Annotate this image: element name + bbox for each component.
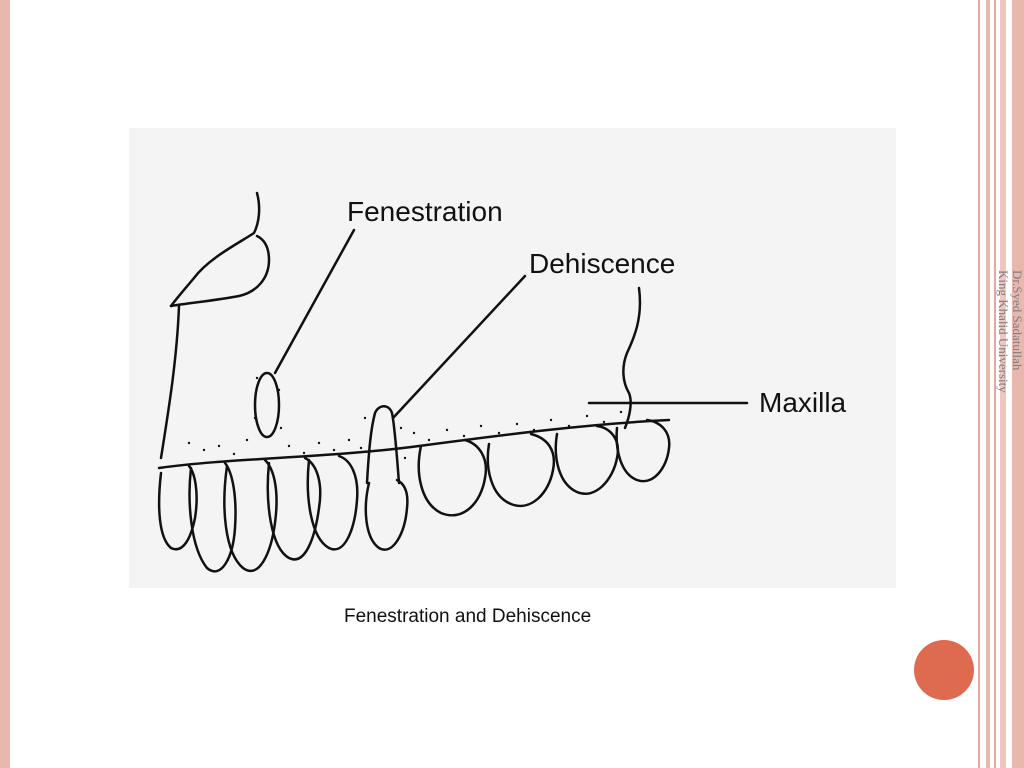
tooth [486,432,556,507]
tooth [364,478,409,551]
maxilla-illustration: Fenestration Dehiscence Maxilla [157,191,847,573]
slide-right-rail [1012,0,1024,768]
slide-right-rail [1000,0,1006,768]
alveolar-crest [157,418,671,470]
author-credit: Dr.Syed Sadatullah King Khalid Universit… [996,270,1024,393]
slide-right-rail [986,0,990,768]
maxilla-label: Maxilla [759,387,847,418]
nasal-outline [169,191,261,308]
maxilla-anterior-edge [159,304,181,460]
fenestration-label: Fenestration [347,196,503,227]
tooth [554,424,620,495]
figure-caption: Fenestration and Dehiscence [344,606,592,627]
tooth [223,458,278,572]
slide-right-rail [994,0,996,768]
author-university: King Khalid University [996,270,1011,393]
tooth [306,454,359,551]
fenestration-leader [273,228,356,375]
tooth [615,418,671,483]
dental-diagram: Fenestration Dehiscence Maxilla [129,128,896,588]
dehiscence-label: Dehiscence [529,248,675,279]
accent-circle [914,640,974,700]
tooth [417,438,488,517]
nasal-outline [169,234,271,308]
tooth [188,461,237,573]
fenestration-defect [253,371,281,439]
maxilla-posterior-edge [622,286,642,430]
tooth [266,456,322,561]
tooth [157,464,198,551]
author-name: Dr.Syed Sadatullah [1010,270,1024,371]
dehiscence-leader [391,274,527,420]
slide-left-border [0,0,10,768]
dehiscence-defect [365,405,401,485]
bone-stippling [187,376,623,460]
slide-right-rail [978,0,980,768]
